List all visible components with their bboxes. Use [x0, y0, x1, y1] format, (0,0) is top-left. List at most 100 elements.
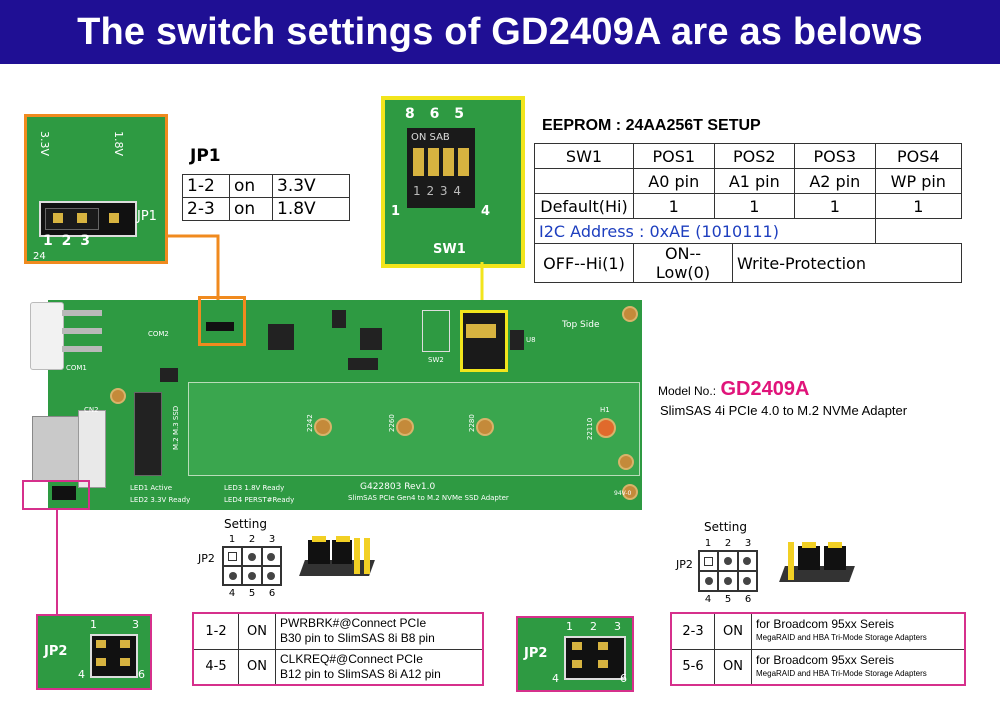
board-led1: LED1 Active [130, 484, 173, 492]
jp2-right-name: JP2 [524, 646, 548, 661]
m2-slot [134, 392, 162, 476]
jp1-photo-3v3-label: 3.3V [38, 131, 51, 157]
sw2-pads [422, 310, 450, 352]
main-board: CN2 COM1 COM2 SW2 U8 Top Side M.2 M.3 SS… [22, 296, 642, 510]
right-r2-pins: 5-6 [670, 648, 715, 686]
mount-2280 [476, 418, 494, 436]
mount-label-22110: 22110 [586, 417, 594, 440]
board-top-side: Top Side [562, 320, 600, 330]
table-row: A0 pin A1 pin A2 pin WP pin [534, 168, 963, 194]
jp1-r2-pins: 2-3 [182, 197, 230, 221]
model-line: Model No.: GD2409A [658, 378, 809, 401]
right-r1-line1: for Broadcom 95xx Sereis [756, 617, 895, 632]
jp1-photo-pins: 1 2 3 [43, 233, 90, 249]
eep-pin2: A2 pin [794, 168, 876, 194]
mount-2242 [314, 418, 332, 436]
left-r2-line2: B12 pin to SlimSAS 8i A12 pin [280, 666, 441, 681]
board-com2: COM2 [148, 330, 169, 338]
eep-pin3: WP pin [874, 168, 963, 194]
board-com1: COM1 [66, 364, 87, 372]
eep-pin0: A0 pin [633, 168, 715, 194]
model-desc: SlimSAS 4i PCIe 4.0 to M.2 NVMe Adapter [660, 403, 908, 418]
table-row: 1-2 ON PWRBRK#@Connect PCIe B30 pin to S… [192, 612, 484, 650]
mount-hole [110, 388, 126, 404]
jp1-r1-state: on [229, 174, 273, 198]
table-row: SW1 POS1 POS2 POS3 POS4 [534, 143, 963, 169]
right-jp-label: JP2 [676, 558, 693, 571]
left-r2-pins: 4-5 [192, 648, 239, 686]
page-title-banner: The switch settings of GD2409A are as be… [0, 0, 1000, 64]
mount-22110 [596, 418, 616, 438]
right-setting-table: 2-3 ON for Broadcom 95xx Sereis MegaRAID… [670, 612, 966, 686]
eep-pin1: A1 pin [713, 168, 796, 194]
chip [268, 324, 294, 350]
left-jumper-3d [299, 534, 376, 590]
table-row: 1-2 on 3.3V [182, 174, 350, 198]
left-r1-line2: B30 pin to SlimSAS 8i B8 pin [280, 631, 435, 646]
left-r2-state: ON [238, 648, 276, 686]
sw1-right-num: 4 [481, 204, 491, 219]
jp1-photo-name: JP1 [137, 209, 157, 224]
board-led2: LED2 3.3V Ready [130, 496, 191, 504]
mount-label-2280: 2280 [468, 414, 476, 432]
jp2-photo-left: 1 3 JP2 4 6 [36, 614, 152, 690]
jp2-photo-right: 1 2 3 JP2 4 6 [516, 616, 634, 692]
board-cn2: CN2 [84, 406, 99, 414]
table-row: 5-6 ON for Broadcom 95xx Sereis MegaRAID… [670, 648, 966, 686]
jp2-left-name: JP2 [44, 644, 68, 659]
mount-label-2260: 2260 [388, 414, 396, 432]
eep-h1: POS1 [633, 143, 715, 169]
eep-def1: 1 [713, 193, 796, 219]
left-r1-state: ON [238, 612, 276, 650]
right-bottom-pins: 4 5 6 [704, 594, 752, 605]
sw1-bottom-nums: 1 2 3 4 [413, 184, 461, 198]
eep-def2: 1 [794, 193, 876, 219]
right-r1-line2: MegaRAID and HBA Tri-Mode Storage Adapte… [756, 633, 927, 643]
model-number: GD2409A [720, 378, 810, 400]
slimsas-connector [32, 416, 84, 482]
right-r2-line2: MegaRAID and HBA Tri-Mode Storage Adapte… [756, 668, 927, 678]
left-setting-table: 1-2 ON PWRBRK#@Connect PCIe B30 pin to S… [192, 612, 484, 686]
left-bottom-pins: 4 5 6 [228, 588, 276, 599]
left-pin-grid [222, 546, 282, 586]
right-r1-pins: 2-3 [670, 612, 715, 650]
jp1-photo-corner: 24 [33, 251, 46, 262]
jp1-r1-volt: 3.3V [272, 174, 350, 198]
board-led3: LED3 1.8V Ready [224, 484, 285, 492]
jp1-r1-pins: 1-2 [182, 174, 230, 198]
eep-h2: POS2 [713, 143, 796, 169]
jp1-r2-state: on [229, 197, 273, 221]
right-setting-heading: Setting [704, 520, 747, 534]
sw1-top-nums: 8 6 5 [405, 106, 464, 122]
eep-def3: 1 [874, 193, 963, 219]
eeprom-legend: OFF--Hi(1) ON--Low(0) Write-Protection [534, 243, 962, 283]
eep-legend-off: OFF--Hi(1) [534, 243, 634, 283]
mount-label-2242: 2242 [306, 414, 314, 432]
sw1-on-text: ON SAB [411, 132, 450, 143]
left-r1-pins: 1-2 [192, 612, 239, 650]
eep-h3: POS3 [794, 143, 876, 169]
right-top-pins: 1 2 3 [704, 538, 752, 549]
board-led4: LED4 PERST#Ready [224, 496, 295, 504]
left-jp-label: JP2 [198, 552, 215, 565]
board-94v0: 94V-0 [614, 490, 632, 497]
board-h1: H1 [600, 406, 610, 414]
right-r2-state: ON [714, 648, 752, 686]
left-setting-heading: Setting [224, 517, 267, 531]
mount-hole [622, 484, 638, 500]
right-pin-grid [698, 550, 758, 592]
chip [332, 310, 346, 328]
mount-hole [622, 306, 638, 322]
chip [160, 368, 178, 382]
board-m2-label: M.2 M.3 SSD [172, 405, 180, 450]
sw1-switch-body: ON SAB 1 2 3 4 [407, 128, 475, 208]
table-row: Default(Hi) 1 1 1 1 [534, 193, 963, 219]
board-jp1-highlight [198, 296, 246, 346]
table-row: 4-5 ON CLKREQ#@Connect PCIe B12 pin to S… [192, 648, 484, 686]
sw1-photo: 8 6 5 ON SAB 1 2 3 4 1 4 SW1 [381, 96, 525, 268]
table-row: 2-3 ON for Broadcom 95xx Sereis MegaRAID… [670, 612, 966, 650]
mount-hole [618, 454, 634, 470]
board-desc: SlimSAS PCIe Gen4 to M.2 NVMe SSD Adapte… [348, 494, 509, 502]
sw1-left-num: 1 [391, 204, 401, 219]
jp1-r2-volt: 1.8V [272, 197, 350, 221]
